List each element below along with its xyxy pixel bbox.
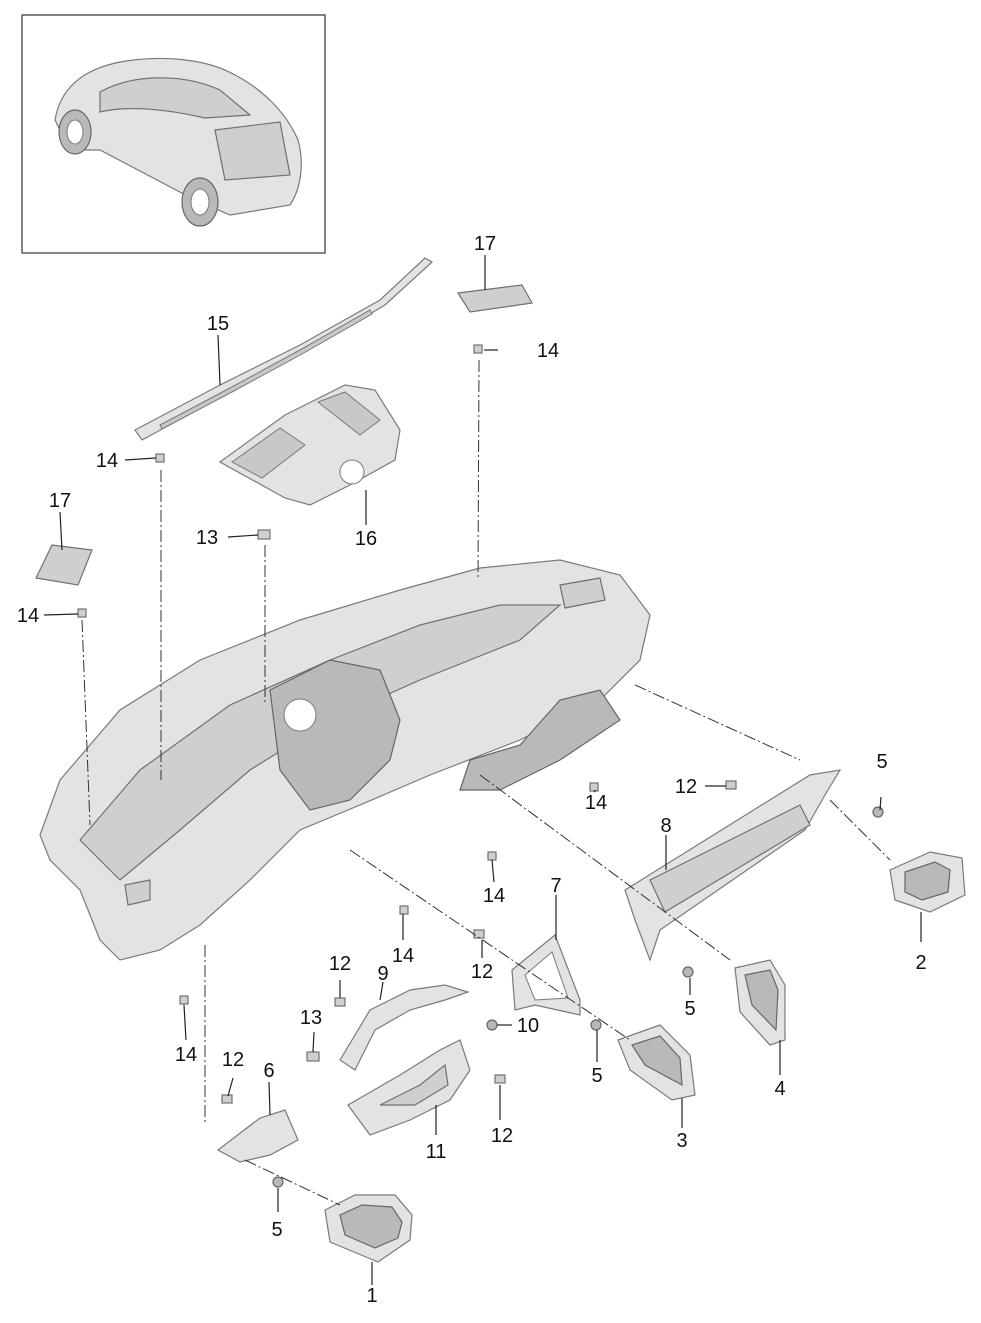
callout-5c: 5 xyxy=(591,1065,602,1087)
part-1-vent xyxy=(324,1194,413,1263)
clip-12 xyxy=(221,1094,233,1104)
callout-5d: 5 xyxy=(271,1219,282,1241)
dashboard-carrier xyxy=(39,559,651,961)
clip-13 xyxy=(257,529,271,540)
part-15-defroster-strip xyxy=(134,257,434,441)
clip-14 xyxy=(399,905,409,915)
clip-12 xyxy=(334,997,346,1007)
part-7-vent-frame xyxy=(511,934,581,1016)
leader-lines xyxy=(43,255,922,1285)
callout-14a: 14 xyxy=(537,340,559,362)
callout-14e: 14 xyxy=(483,885,505,907)
inset-frame xyxy=(21,14,326,254)
callout-7: 7 xyxy=(550,875,561,897)
callout-14f: 14 xyxy=(392,945,414,967)
callout-13b: 13 xyxy=(300,1007,322,1029)
screw-5 xyxy=(872,806,884,818)
callout-9: 9 xyxy=(377,963,388,985)
clip-12 xyxy=(494,1074,506,1084)
callout-16: 16 xyxy=(355,528,377,550)
vehicle-image xyxy=(54,57,302,227)
clip-14 xyxy=(77,608,87,618)
assembly-lines xyxy=(81,359,891,1206)
part-6-bracket xyxy=(216,1109,299,1163)
clip-14 xyxy=(179,995,189,1005)
clip-14 xyxy=(473,344,483,354)
callout-17b: 17 xyxy=(49,490,71,512)
callout-4: 4 xyxy=(774,1078,785,1100)
callout-1: 1 xyxy=(366,1285,377,1307)
callout-14c: 14 xyxy=(17,605,39,627)
screw-5 xyxy=(682,966,694,978)
part-9-upper-trim xyxy=(339,984,470,1071)
part-3-vent xyxy=(617,1024,696,1101)
screw-5 xyxy=(590,1019,602,1031)
part-17-cover-left xyxy=(35,544,93,586)
callout-12d: 12 xyxy=(491,1125,513,1147)
vehicle-overview-inset xyxy=(21,14,326,254)
part-17-cover-top xyxy=(456,284,533,313)
callout-2: 2 xyxy=(915,952,926,974)
callout-8: 8 xyxy=(660,815,671,837)
part-8-trim-panel xyxy=(624,769,842,962)
callout-11: 11 xyxy=(426,1141,447,1163)
screw-10 xyxy=(486,1019,498,1031)
part-11-lower-trim xyxy=(347,1039,471,1136)
callout-14d: 14 xyxy=(585,792,607,814)
callout-5b: 5 xyxy=(684,998,695,1020)
part-2-vent xyxy=(889,851,966,913)
callout-12e: 12 xyxy=(222,1049,244,1071)
callout-5a: 5 xyxy=(876,751,887,773)
callout-15: 15 xyxy=(207,313,229,335)
clip-14 xyxy=(589,782,599,792)
callout-14b: 14 xyxy=(96,450,118,472)
callout-labels: 1 2 3 4 5 5 5 5 6 7 8 9 10 11 12 12 12 1… xyxy=(17,233,927,1307)
callout-12a: 12 xyxy=(675,776,697,798)
callout-6: 6 xyxy=(263,1060,274,1082)
clip-12 xyxy=(473,929,485,939)
clip-13 xyxy=(306,1051,320,1062)
callout-3: 3 xyxy=(676,1130,687,1152)
part-4-vent xyxy=(734,959,786,1046)
callout-13a: 13 xyxy=(196,527,218,549)
clip-12 xyxy=(725,780,737,790)
part-16-grille-cover xyxy=(218,384,401,506)
callout-17a: 17 xyxy=(474,233,496,255)
callout-14g: 14 xyxy=(175,1044,197,1066)
callout-12c: 12 xyxy=(329,953,351,975)
clip-14 xyxy=(487,851,497,861)
clips-and-fasteners xyxy=(77,344,884,1188)
callout-12b: 12 xyxy=(471,961,493,983)
callout-10: 10 xyxy=(517,1015,539,1037)
clip-14 xyxy=(155,453,165,463)
screw-5 xyxy=(272,1176,284,1188)
